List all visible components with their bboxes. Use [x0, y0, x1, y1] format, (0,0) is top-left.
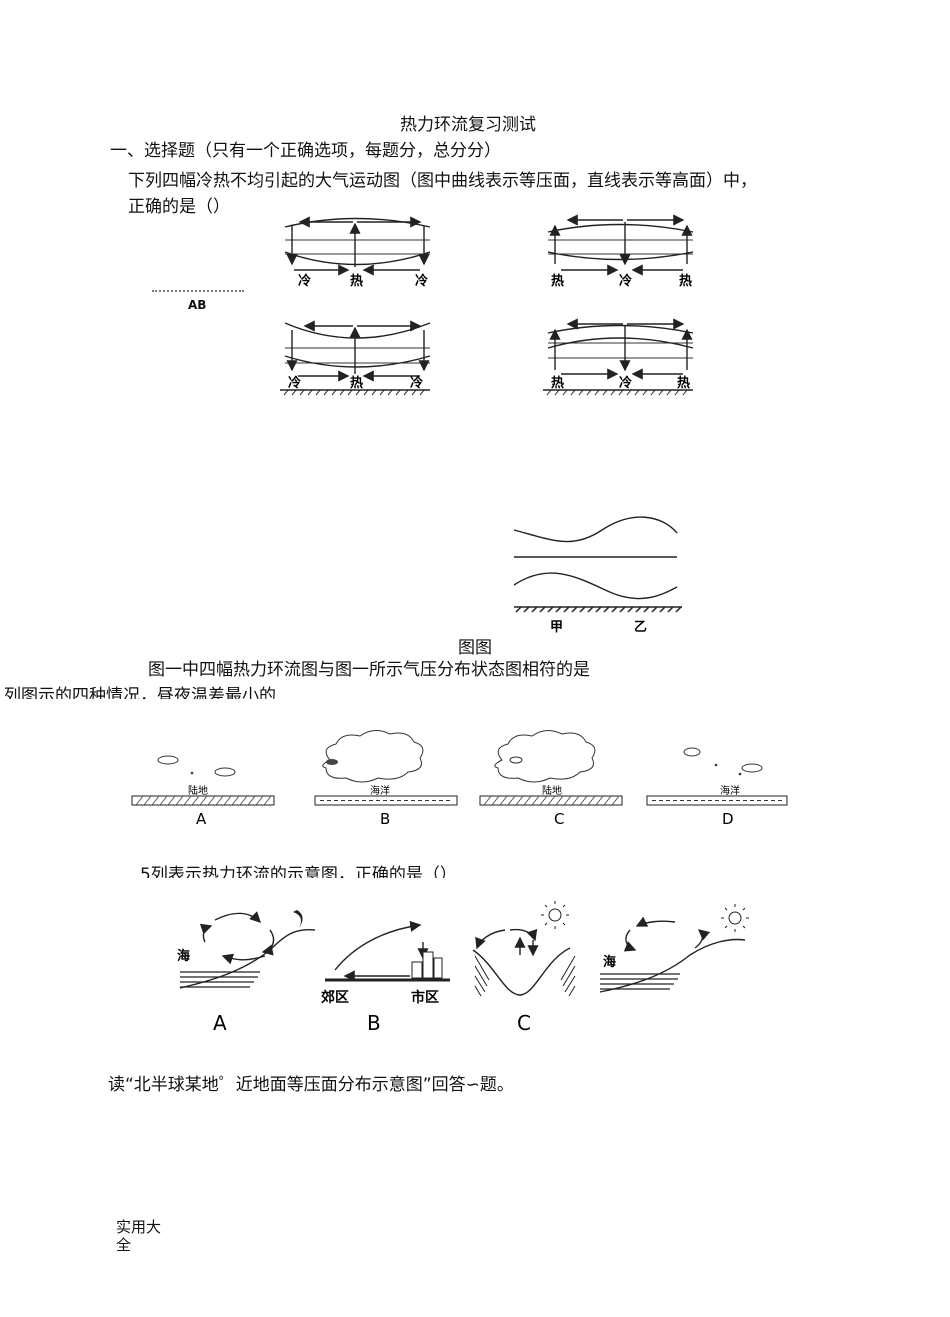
footer-note: 实用大 全 — [116, 1218, 161, 1254]
section-heading: 一、选择题（只有一个正确选项，每题分，总分分） — [110, 141, 501, 161]
question-5-text: 读“北半球某地゜近地面等压面分布示意图”回答∽题。 — [108, 1075, 514, 1095]
circulation-a: 海 A — [177, 910, 316, 1035]
scene-b: 海洋 B — [314, 730, 458, 828]
footer-line-1: 实用大 — [116, 1218, 162, 1236]
circulation-c: C — [472, 901, 576, 1035]
page-title: 热力环流复习测试 — [400, 115, 536, 135]
circulation-b: 郊区 市区 B — [321, 920, 450, 1035]
scan-artifact — [152, 290, 244, 296]
circulation-d: 海 — [599, 904, 749, 993]
sea-label-a: 海 — [177, 948, 190, 964]
question-3-text-partial: 列图示的四种情况，昼夜温差最小的 — [4, 686, 276, 699]
question-1-text: 下列四幅冷热不均引起的大气运动图（图中曲线表示等压面，直线表示等高面）中， — [128, 171, 757, 191]
fig-a-label-3: 冷 — [415, 273, 428, 289]
fig-d-label-2: 冷 — [619, 375, 632, 391]
fig-a-label-1: 冷 — [298, 273, 311, 289]
day-night-figures: 陆地 A 海洋 B 陆地 C 海洋 D — [131, 730, 788, 828]
question-2-text: 图一中四幅热力环流图与图一所示气压分布状态图相符的是 — [148, 660, 590, 680]
fig-c-label-1: 冷 — [288, 375, 301, 391]
figure-caption: 图图 — [458, 638, 492, 658]
fig-d-label-3: 热 — [677, 375, 690, 391]
sea-label-d: 海 — [603, 954, 616, 970]
figure-d: 热 冷 热 — [543, 318, 694, 396]
scene-c-option: C — [554, 810, 564, 828]
fig-c-label-2: 热 — [350, 375, 363, 391]
figure-b: 热 冷 热 — [547, 214, 694, 289]
question-1-text-2: 正确的是（） — [128, 197, 230, 217]
fig-jia-label: 甲 — [550, 620, 563, 635]
scene-a-ground-label: 陆地 — [188, 784, 208, 797]
figure-a: 冷 热 冷 — [284, 216, 431, 289]
pressure-figure: 甲 乙 — [513, 516, 682, 635]
fig-d-label-1: 热 — [551, 375, 564, 391]
scan-fragment-label: AB — [188, 298, 207, 312]
circulation-b-option: B — [367, 1011, 381, 1035]
scene-b-ground-label: 海洋 — [370, 784, 390, 797]
scene-b-option: B — [380, 810, 390, 828]
scene-d-ground-label: 海洋 — [720, 784, 740, 797]
fig-a-label-2: 热 — [350, 273, 363, 289]
suburb-label: 郊区 — [321, 989, 349, 1006]
fig-b-label-2: 冷 — [619, 273, 632, 289]
figure-c: 冷 热 冷 — [280, 320, 431, 396]
scene-c: 陆地 C — [479, 730, 623, 828]
question-4-text: 5列表示热力环流的示意图，正确的是（） — [140, 865, 457, 878]
city-label: 市区 — [411, 989, 439, 1006]
fig-b-label-1: 热 — [551, 273, 564, 289]
scene-a-option: A — [196, 810, 207, 828]
fig-yi-label: 乙 — [634, 620, 647, 635]
scene-a: 陆地 A — [131, 755, 275, 828]
circulation-figures: 海 A 郊区 市区 B C 海 — [177, 901, 749, 1035]
circulation-a-option: A — [213, 1011, 227, 1035]
scene-c-ground-label: 陆地 — [542, 784, 562, 797]
fig-b-label-3: 热 — [679, 273, 692, 289]
fig-c-label-3: 冷 — [410, 375, 423, 391]
circulation-c-option: C — [517, 1011, 531, 1035]
footer-line-2: 全 — [116, 1236, 132, 1254]
scene-d: 海洋 D — [646, 747, 788, 828]
scene-d-option: D — [722, 810, 734, 828]
